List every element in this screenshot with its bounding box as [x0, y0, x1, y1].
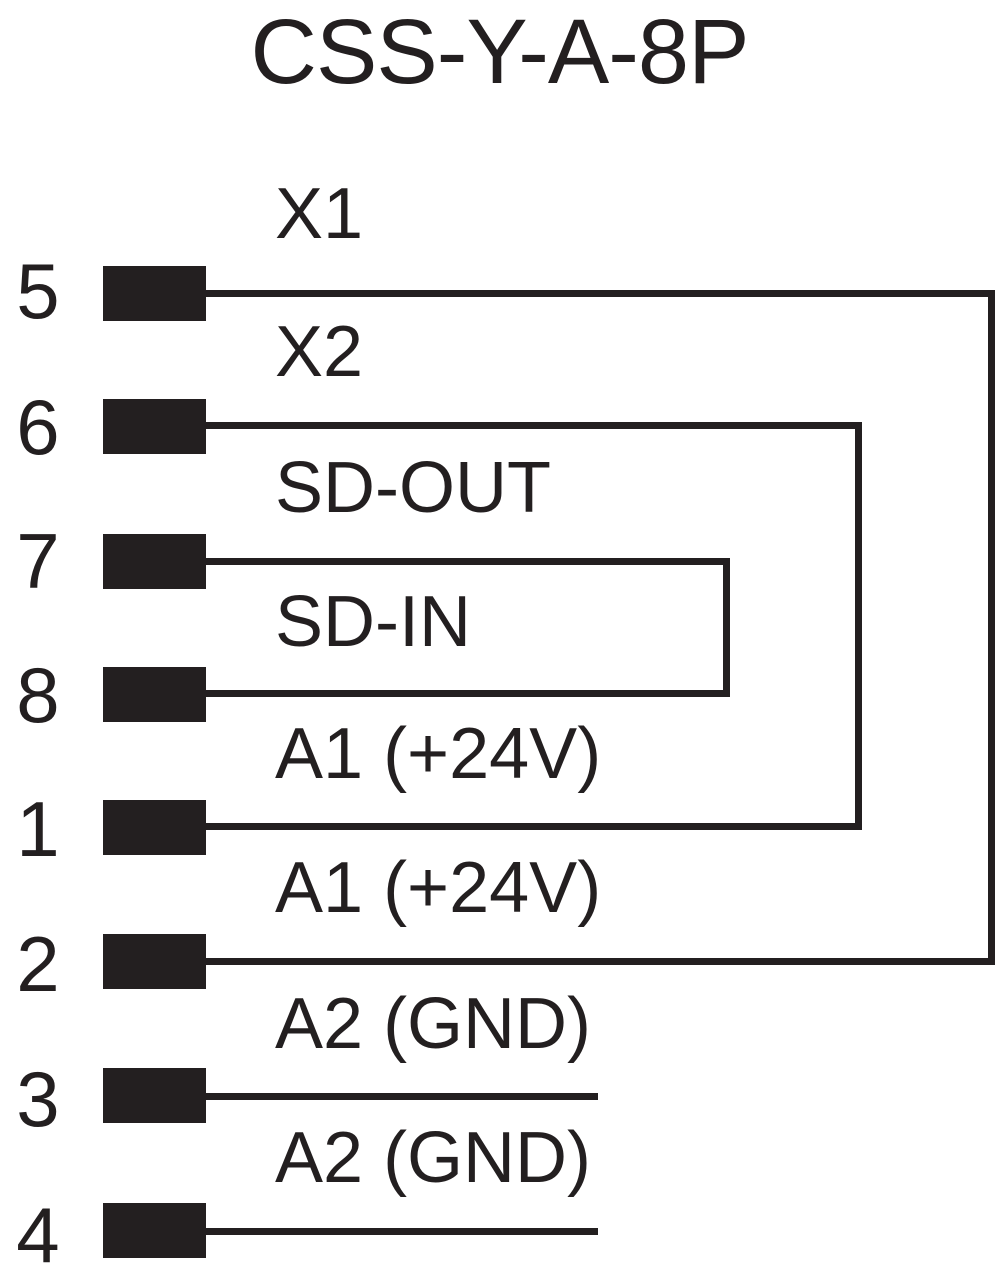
signal-label-sd-in: SD-IN	[275, 582, 471, 662]
signal-label-x2: X2	[275, 312, 364, 392]
signal-label-a1-24v-second: A1 (+24V)	[275, 848, 602, 928]
signal-label-a1-24v-first: A1 (+24V)	[275, 714, 602, 794]
wire-pin5-horizontal	[205, 290, 995, 297]
wire-pin4-horizontal	[205, 1228, 598, 1235]
wire-pin1-horizontal	[205, 823, 862, 830]
pin-number-5: 5	[16, 247, 60, 335]
wire-pin6-horizontal	[205, 422, 862, 429]
pin-number-8: 8	[16, 651, 60, 739]
pin-number-6: 6	[16, 383, 60, 471]
terminal-block-5[interactable]	[103, 266, 206, 321]
pin-number-1: 1	[16, 785, 60, 873]
terminal-block-8[interactable]	[103, 667, 206, 722]
pin-number-7: 7	[16, 517, 60, 605]
signal-label-sd-out: SD-OUT	[275, 448, 551, 528]
terminal-block-1[interactable]	[103, 800, 206, 855]
wire-pin3-horizontal	[205, 1093, 598, 1100]
signal-label-x1: X1	[275, 174, 364, 254]
page-title: CSS-Y-A-8P	[250, 1, 750, 103]
terminal-block-4[interactable]	[103, 1203, 206, 1258]
pin-number-3: 3	[16, 1055, 60, 1143]
terminal-block-6[interactable]	[103, 399, 206, 454]
terminal-block-3[interactable]	[103, 1068, 206, 1123]
signal-label-a2-gnd-first: A2 (GND)	[275, 984, 592, 1064]
wire-pin2-horizontal	[205, 958, 995, 965]
wire-pin7-horizontal	[205, 558, 730, 565]
pin-number-2: 2	[16, 920, 60, 1008]
terminal-block-2[interactable]	[103, 934, 206, 989]
pin-number-4: 4	[16, 1191, 60, 1272]
terminal-block-7[interactable]	[103, 534, 206, 589]
signal-label-a2-gnd-second: A2 (GND)	[275, 1118, 592, 1198]
wire-loop-5-2-vertical	[988, 290, 995, 965]
wire-loop-6-1-vertical	[855, 422, 862, 830]
wire-pin8-horizontal	[205, 690, 730, 697]
wire-loop-7-8-vertical	[723, 558, 730, 697]
